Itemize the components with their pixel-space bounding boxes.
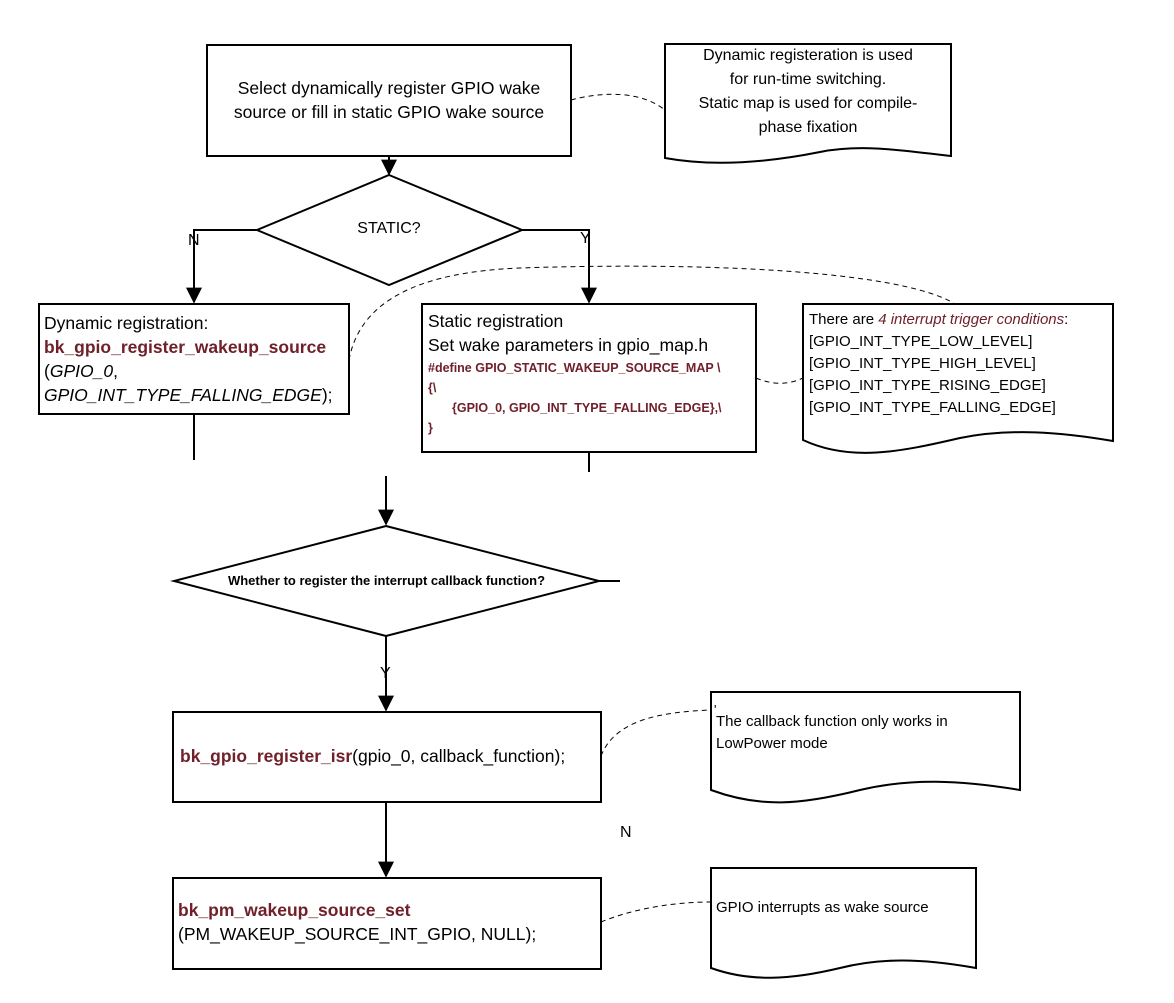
arrow-yes-to-static (522, 229, 597, 304)
static-box-subtitle: Set wake parameters in gpio_map.h (428, 335, 709, 355)
static-yes-label: Y (580, 230, 591, 247)
static-decision-shape (254, 173, 525, 287)
note-trigger-item: [GPIO_INT_TYPE_LOW_LEVEL] (809, 333, 1033, 350)
isr-box-call: bk_gpio_register_isr(gpio_0, callback_fu… (180, 746, 565, 767)
static-box-code-line1: #define GPIO_STATIC_WAKEUP_SOURCE_MAP \ (428, 361, 721, 375)
link-trigger-note-dynamic (348, 265, 956, 361)
note-trigger-item: [GPIO_INT_TYPE_HIGH_LEVEL] (809, 355, 1036, 372)
static-box-code-line2: {\ (428, 381, 437, 395)
isr-box-args: (gpio_0, callback_function); (352, 746, 566, 766)
note-callback-line1: The callback function only works in (716, 713, 948, 730)
note-callback-tick: ' (714, 702, 717, 717)
static-box-code-line3: {GPIO_0, GPIO_INT_TYPE_FALLING_EDGE},\ (452, 401, 722, 415)
note-trigger-item: [GPIO_INT_TYPE_RISING_EDGE] (809, 377, 1046, 394)
note-trigger-suffix: : (1064, 311, 1069, 328)
link-callback-note (600, 709, 712, 757)
top-box-line2: source or fill in static GPIO wake sourc… (233, 102, 545, 122)
dynamic-box-open-paren: ( (44, 361, 50, 381)
static-no-label: N (188, 232, 200, 249)
isr-box-shape (172, 711, 602, 803)
note-trigger-shape (802, 303, 1114, 454)
dynamic-box-title: Dynamic registration: (44, 313, 209, 333)
note-trigger-prefix: There are (809, 311, 879, 328)
static-box-shape (421, 303, 757, 453)
callback-no-label: N (620, 824, 632, 841)
static-box-title: Static registration (428, 311, 564, 331)
isr-box-function: bk_gpio_register_isr (180, 746, 353, 766)
wakeup-box-args: (PM_WAKEUP_SOURCE_INT_GPIO, NULL); (178, 924, 537, 944)
note-top-line2: for run-time switching. (729, 71, 887, 88)
callback-decision-label: Whether to register the interrupt callba… (227, 573, 546, 588)
note-top-line4: phase fixation (758, 119, 858, 136)
note-top-shape (664, 43, 952, 164)
top-box-shape (206, 44, 572, 157)
dynamic-box-args-line1: (GPIO_0, (44, 361, 118, 382)
dynamic-box-arg2: GPIO_INT_TYPE_FALLING_EDGE (44, 385, 322, 405)
note-trigger-header: There are 4 interrupt trigger conditions… (809, 311, 1068, 329)
dynamic-box-shape (38, 303, 350, 415)
note-top-line1: Dynamic registeration is used (703, 47, 913, 64)
dynamic-box-args-line2: GPIO_INT_TYPE_FALLING_EDGE); (44, 385, 333, 406)
dynamic-box-arg-separator: , (113, 361, 118, 381)
link-wakeup-note (600, 901, 712, 923)
wakeup-box-function: bk_pm_wakeup_source_set (178, 900, 411, 920)
dynamic-box-arg1: GPIO_0 (49, 361, 114, 381)
dynamic-box-close: ); (321, 385, 333, 405)
note-trigger-item: [GPIO_INT_TYPE_FALLING_EDGE] (809, 399, 1056, 416)
dynamic-box-function: bk_gpio_register_wakeup_source (44, 337, 327, 357)
note-callback-line2: LowPower mode (716, 735, 828, 752)
callback-yes-label: Y (380, 665, 391, 682)
note-trigger-highlight: 4 interrupt trigger conditions (878, 311, 1065, 328)
note-wakeup-line1: GPIO interrupts as wake source (716, 899, 929, 916)
note-wakeup-shape (710, 867, 977, 979)
note-top-line3: Static map is used for compile- (698, 95, 918, 112)
link-trigger-note-static (755, 377, 804, 384)
note-callback-shape (710, 691, 1021, 804)
static-decision-label: STATIC? (357, 220, 421, 237)
top-box-line1: Select dynamically register GPIO wake (237, 78, 541, 98)
static-box-code-line4: } (428, 421, 433, 435)
wakeup-box-shape (172, 877, 602, 970)
arrow-no-to-dynamic (186, 229, 257, 304)
link-top-note (570, 93, 666, 111)
